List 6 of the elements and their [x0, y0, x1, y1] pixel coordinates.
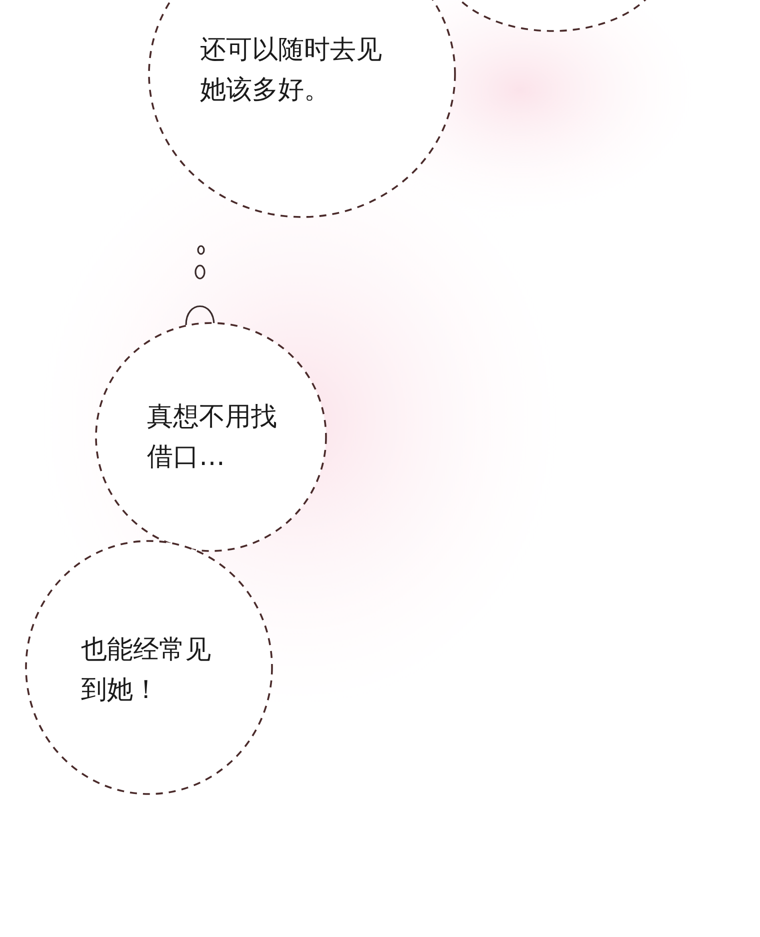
speech-bubble [95, 322, 327, 552]
speech-bubble [25, 540, 273, 795]
dialogue-text: 真想不用找借口… [147, 401, 278, 474]
dialogue-text: 还可以随时去见她该多好。 [200, 34, 383, 107]
speech-bubble [148, 0, 456, 218]
dialogue-text: 也能经常见到她！ [81, 634, 212, 707]
